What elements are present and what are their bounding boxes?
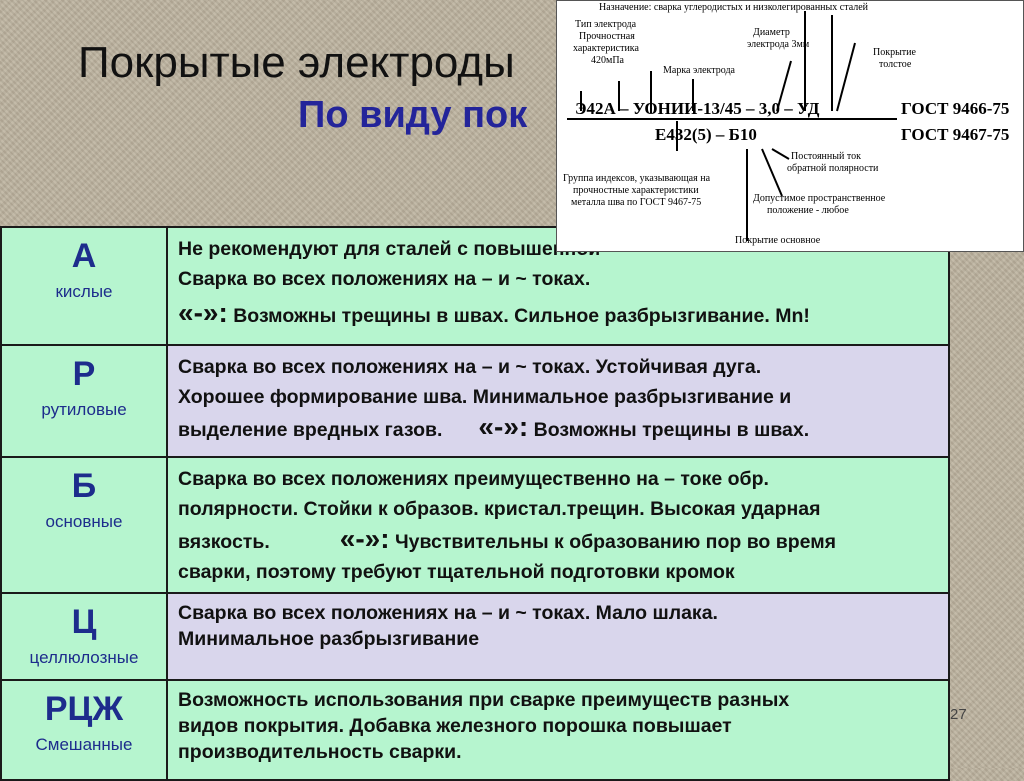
coating-letter: Б — [71, 467, 97, 505]
minus-mark: «-»: — [339, 523, 390, 554]
strength-value: 420мПа — [591, 55, 624, 66]
table-row-mixed: РЦЖ Смешанные Возможность использования … — [0, 681, 950, 781]
coating-name: целлюлозные — [29, 648, 139, 667]
index-group-label: металла шва по ГОСТ 9467-75 — [571, 197, 702, 208]
coating-thickness-label: толстое — [879, 59, 912, 70]
position-label: Допустимое пространственное — [753, 193, 886, 204]
coating-name: рутиловые — [41, 400, 127, 419]
minus-mark: «-»: — [178, 297, 228, 328]
coating-name: Смешанные — [35, 735, 133, 754]
position-label: положение - любое — [767, 205, 849, 216]
description-line: производительность сварки. — [178, 741, 462, 763]
description-line: выделение вредных газов. «-»: Возможны тр… — [178, 412, 936, 445]
designation-formula-sub: Е432(5) – Б10 — [655, 125, 757, 144]
row-description-cell: Сварка во всех положениях на – и ~ токах… — [168, 346, 950, 456]
gost-standard: ГОСТ 9467-75 — [901, 125, 1010, 144]
row-description-cell: Сварка во всех положениях на – и ~ токах… — [168, 594, 950, 679]
description-line: вязкость. «-»: Чувствительны к образовани… — [178, 524, 936, 557]
coating-name: основные — [45, 512, 123, 531]
diagram-lines — [567, 11, 897, 241]
type-label: Тип электрода — [575, 19, 637, 30]
description-line: Возможность использования при сварке пре… — [178, 689, 790, 711]
disadvantages-text: Чувствительны к образованию пор во время — [389, 531, 837, 553]
strength-label: Прочностная — [579, 31, 635, 42]
strength-label: характеристика — [573, 43, 639, 54]
diameter-label: электрода 3мм — [747, 39, 810, 50]
row-description-cell: Сварка во всех положениях преимущественн… — [168, 458, 950, 592]
description-line: Сварка во всех положениях на – и ~ токах… — [178, 268, 591, 290]
row-label-cell: А кислые — [0, 228, 168, 344]
description-line: Хорошее формирование шва. Минимальное ра… — [178, 386, 792, 408]
diameter-label: Диаметр — [753, 27, 790, 38]
description-line: Не рекомендуют для сталей с повышенной — [178, 238, 601, 260]
coating-letter: Р — [72, 355, 96, 393]
disadvantages-line: «-»: Возможны трещины в швах. Сильное ра… — [178, 298, 936, 331]
row-label-cell: Б основные — [0, 458, 168, 592]
coating-letter: Ц — [71, 603, 97, 641]
current-label: Постоянный ток — [791, 151, 861, 162]
row-label-cell: РЦЖ Смешанные — [0, 681, 168, 779]
coating-name: кислые — [55, 282, 113, 301]
index-group-label: прочностные характеристики — [573, 185, 699, 196]
description-line: видов покрытия. Добавка железного порошк… — [178, 715, 732, 737]
current-label: обратной полярности — [787, 163, 879, 174]
coating-letter: РЦЖ — [44, 690, 124, 728]
designation-formula: Э42А – УОНИИ-13/45 – 3,0 – УД — [575, 99, 820, 118]
description-line: Сварка во всех положениях на – и ~ токах… — [178, 356, 762, 378]
page-number: 27 — [950, 706, 967, 723]
disadvantages-text: Возможны трещины в швах. Сильное разбрыз… — [227, 305, 810, 327]
index-group-label: Группа индексов, указывающая на — [563, 173, 711, 184]
slide-title: Покрытые электроды — [78, 38, 515, 87]
basic-coating-label: Покрытие основное — [735, 235, 821, 246]
description-line: сварки, поэтому требуют тщательной подго… — [178, 561, 735, 583]
description-text: вязкость. — [178, 531, 270, 553]
row-description-cell: Возможность использования при сварке пре… — [168, 681, 950, 779]
table-row-rutile: Р рутиловые Сварка во всех положениях на… — [0, 346, 950, 458]
description-text: выделение вредных газов. — [178, 419, 443, 441]
coating-letter: А — [71, 237, 97, 275]
slide-subtitle: По виду пок — [298, 94, 528, 136]
table-row-basic: Б основные Сварка во всех положениях пре… — [0, 458, 950, 594]
row-label-cell: Р рутиловые — [0, 346, 168, 456]
description-line: полярности. Стойки к образов. кристал.тр… — [178, 498, 821, 520]
gost-standard: ГОСТ 9466-75 — [901, 99, 1010, 118]
coating-thickness-label: Покрытие — [873, 47, 916, 58]
row-label-cell: Ц целлюлозные — [0, 594, 168, 679]
electrode-designation-diagram: Назначение: сварка углеродистых и низкол… — [556, 0, 1024, 252]
brand-label: Марка электрода — [663, 65, 735, 76]
disadvantages-text: Возможны трещины в швах. — [528, 419, 810, 441]
coating-types-table: А кислые Не рекомендуют для сталей с пов… — [0, 226, 950, 781]
description-line: Минимальное разбрызгивание — [178, 628, 480, 650]
description-line: Сварка во всех положениях преимущественн… — [178, 468, 769, 490]
minus-mark: «-»: — [478, 411, 529, 442]
description-line: Сварка во всех положениях на – и ~ токах… — [178, 602, 718, 624]
purpose-label: Назначение: сварка углеродистых и низкол… — [599, 2, 868, 13]
table-row-cellulose: Ц целлюлозные Сварка во всех положениях … — [0, 594, 950, 681]
